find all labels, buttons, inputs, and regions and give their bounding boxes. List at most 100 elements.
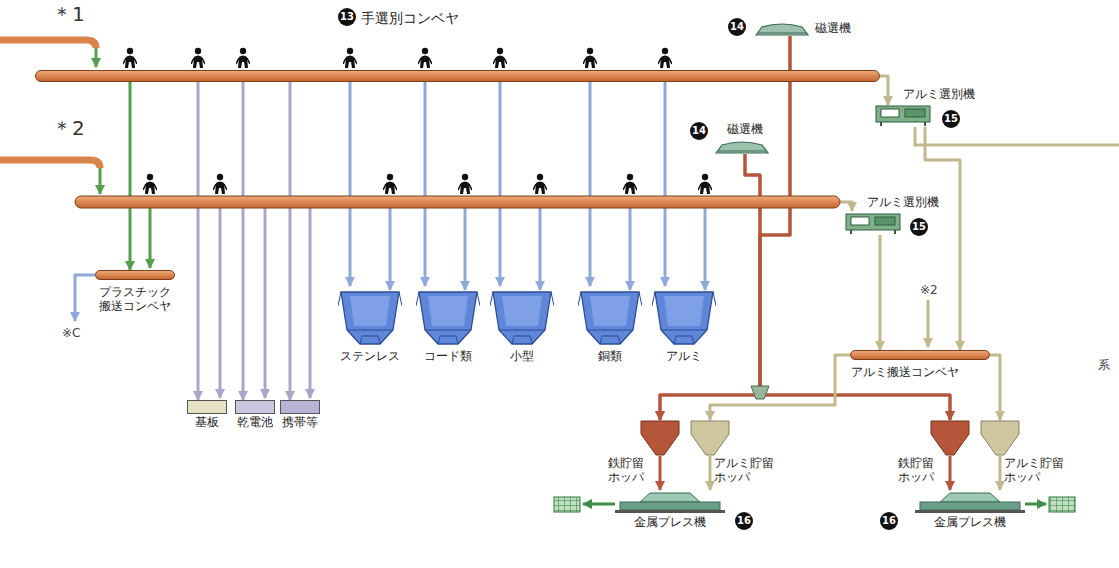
- sorting-bin: 小型: [490, 286, 554, 363]
- flow-connector: [949, 456, 952, 490]
- shape-outline: [690, 420, 730, 456]
- storage-hopper: 鉄貯留 ホッパ: [930, 420, 970, 456]
- note-label: ※C: [62, 326, 80, 340]
- storage-hopper: アルミ貯留 ホッパ: [690, 420, 730, 456]
- node-label: ステンレス: [340, 349, 400, 363]
- collection-box: 基板: [187, 400, 227, 429]
- flow-connector: [925, 127, 960, 350]
- flow-connector: [289, 82, 292, 400]
- node-label: 小型: [510, 349, 534, 363]
- shape-outline: [640, 420, 680, 456]
- flow-connector: [589, 82, 592, 286]
- collection-box: 乾電池: [235, 400, 275, 429]
- flow-connector: [710, 355, 850, 420]
- flow-connector: [745, 154, 950, 420]
- shape-outline: [615, 490, 725, 514]
- conveyor-bar: 手選別コンベヤ: [35, 70, 880, 82]
- storage-hopper: 鉄貯留 ホッパ: [640, 420, 680, 456]
- node-label: 乾電池: [237, 415, 273, 429]
- lower-conveyor-drops: [75, 127, 1119, 398]
- conveyor-bar: アルミ搬送コンベヤ: [850, 350, 990, 360]
- shape-outline: [490, 286, 554, 348]
- flow-connector: [660, 36, 790, 420]
- node-label: 磁選機: [815, 21, 851, 35]
- shape-outline: [715, 140, 769, 154]
- sorting-bin: コード類: [416, 286, 480, 363]
- metal-press: 金属プレス機: [615, 490, 725, 529]
- flow-connector: [349, 82, 352, 286]
- note-label: ＊1: [52, 2, 85, 26]
- callout-number: 16: [735, 512, 753, 530]
- node-label: 銅類: [598, 349, 622, 363]
- flow-connector: [879, 235, 882, 350]
- magnetic-separator: 磁選機: [755, 22, 809, 36]
- box-shape: [235, 400, 275, 414]
- callout-number: 13: [338, 8, 356, 26]
- collection-box: 携帯等: [280, 400, 320, 429]
- shape-outline: [845, 213, 901, 235]
- box-shape: [280, 400, 320, 414]
- flow-connector: [664, 82, 667, 286]
- node-label: 基板: [195, 415, 219, 429]
- callout-number: 15: [942, 110, 960, 128]
- node-label: アルミ選別機: [903, 87, 975, 101]
- sorting-bin: ステンレス: [338, 286, 402, 363]
- flow-connector: [242, 82, 245, 400]
- sorting-bin: 銅類: [578, 286, 642, 363]
- magnetic-separator: 磁選機: [715, 140, 769, 154]
- node-label: 鉄貯留 ホッパ: [886, 456, 934, 484]
- node-label: 鉄貯留 ホッパ: [596, 456, 644, 484]
- node-label: アルミ貯留 ホッパ: [1004, 456, 1072, 484]
- flow-connector: [709, 456, 712, 490]
- shape-outline: [755, 22, 809, 36]
- shape-outline: [652, 286, 716, 348]
- shape-outline: [416, 286, 480, 348]
- box-shape: [187, 400, 227, 414]
- note-label: ＊2: [52, 116, 85, 140]
- metal-press: 金属プレス機: [915, 490, 1025, 529]
- aluminium-separator: アルミ選別機: [845, 213, 901, 235]
- callout-number: 14: [728, 18, 746, 36]
- shape-outline: [930, 420, 970, 456]
- flow-connector: [424, 82, 427, 286]
- flow-connector: [129, 82, 132, 270]
- node-label: 金属プレス機: [934, 515, 1006, 529]
- flow-connector: [197, 82, 200, 400]
- node-label: アルミ搬送コンベヤ: [851, 365, 959, 379]
- node-label: アルミ: [666, 349, 702, 363]
- flow-connector: [999, 456, 1002, 490]
- note-label: 系: [1098, 358, 1110, 372]
- sorting-bin: アルミ: [652, 286, 716, 363]
- sorting-conveyor-lower: [75, 196, 840, 208]
- shape-outline: [915, 490, 1025, 514]
- aluminium-separator: アルミ選別機: [875, 105, 931, 127]
- flow-connector: [660, 154, 760, 420]
- callout-number: 15: [910, 218, 928, 236]
- callout-number: 14: [690, 122, 708, 140]
- shape-outline: [578, 286, 642, 348]
- flow-connector: [990, 355, 1000, 420]
- shape-outline: [338, 286, 402, 348]
- note-label: ※2: [920, 283, 938, 297]
- flow-connector: [659, 456, 662, 490]
- node-label: 金属プレス機: [634, 515, 706, 529]
- conveyor-bar: プラスチック 搬送コンベヤ: [95, 270, 175, 280]
- splitter-chute: [751, 386, 769, 399]
- node-label: プラスチック 搬送コンベヤ: [92, 285, 178, 313]
- node-label: 携帯等: [282, 415, 318, 429]
- flow-connector: [880, 76, 888, 105]
- node-label: アルミ選別機: [867, 195, 939, 209]
- storage-hopper: アルミ貯留 ホッパ: [980, 420, 1020, 456]
- shape-outline: [980, 420, 1020, 456]
- shape-outline: [875, 105, 931, 127]
- node-label: アルミ貯留 ホッパ: [714, 456, 782, 484]
- node-label: コード類: [424, 349, 472, 363]
- callout-number: 16: [880, 512, 898, 530]
- flow-connector: [499, 82, 502, 286]
- infeed-pipes: [0, 40, 100, 194]
- node-label: 手選別コンベヤ: [361, 9, 459, 27]
- node-label: 磁選機: [727, 122, 763, 136]
